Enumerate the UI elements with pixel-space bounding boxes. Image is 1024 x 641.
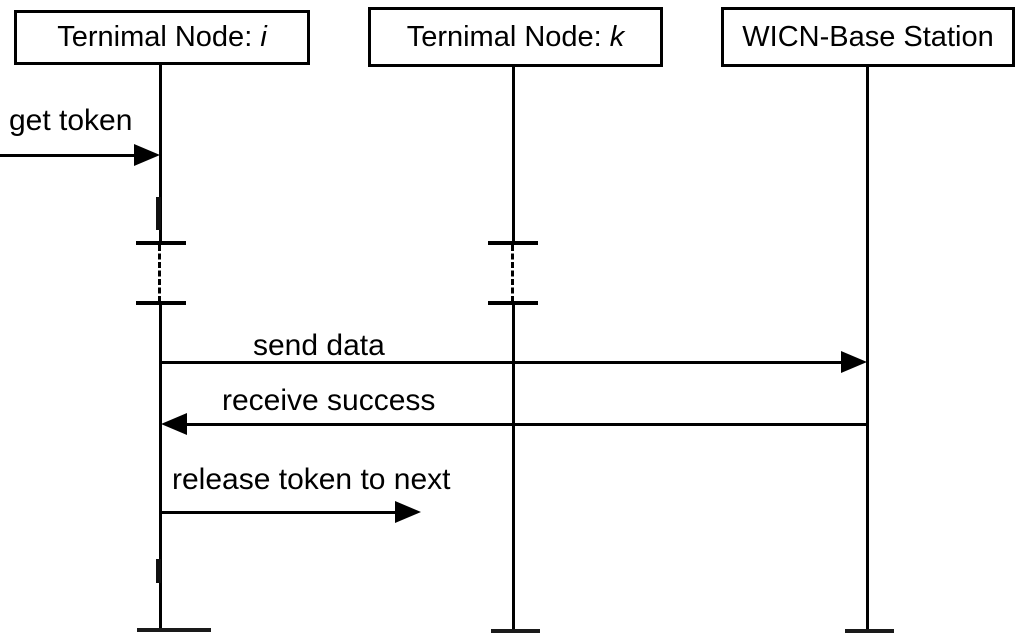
message-line-send-data [160,361,844,364]
actor-name-prefix: WICN-Base Station [742,20,994,53]
lifeline-terminal-node-k-dashed-break [511,245,514,302]
arrowhead-right-icon [841,351,867,373]
message-label-release-token: release token to next [172,463,451,496]
lifeline-foot-node-i [137,628,211,632]
break-tick-bottom-node-i [136,301,186,305]
actor-name-prefix: Ternimal Node: [406,20,610,53]
message-line-receive-success [185,423,868,426]
message-line-get-token [0,154,140,157]
actor-name-var: k [609,20,625,53]
arrowhead-left-icon [161,413,187,435]
lifeline-terminal-node-i-lower [159,304,162,630]
lifeline-terminal-node-i-upper [159,65,162,243]
actor-name-terminal-node-k: Ternimal Node: k [407,21,625,54]
actor-name-prefix: Ternimal Node: [57,21,261,53]
break-tick-bottom-node-k [488,301,538,305]
actor-box-wicn-base-station: WICN-Base Station [721,7,1015,67]
lifeline-foot-node-k [491,629,540,633]
lifeline-terminal-node-i-dashed-break [158,245,161,302]
activation-mark-node-i-upper [156,197,161,230]
lifeline-terminal-node-k-upper [512,67,515,243]
lifeline-foot-wicn-base-station [845,629,894,633]
lifeline-wicn-base-station [866,67,869,631]
message-label-receive-success: receive success [222,384,436,417]
activation-mark-node-i-lower [156,559,161,583]
message-label-get-token: get token [9,104,133,137]
break-tick-top-node-k [488,241,538,245]
actor-box-terminal-node-i: Ternimal Node: i [14,10,310,65]
actor-name-wicn-base-station: WICN-Base Station [742,21,993,54]
message-label-send-data: send data [253,329,385,362]
actor-name-terminal-node-i: Ternimal Node: i [57,21,267,54]
lifeline-terminal-node-k-lower [512,304,515,631]
arrowhead-right-icon [134,144,160,166]
message-line-release-token [160,511,397,514]
break-tick-top-node-i [136,241,186,245]
actor-box-terminal-node-k: Ternimal Node: k [368,7,663,67]
actor-name-var: i [260,21,267,53]
arrowhead-right-icon [395,501,421,523]
